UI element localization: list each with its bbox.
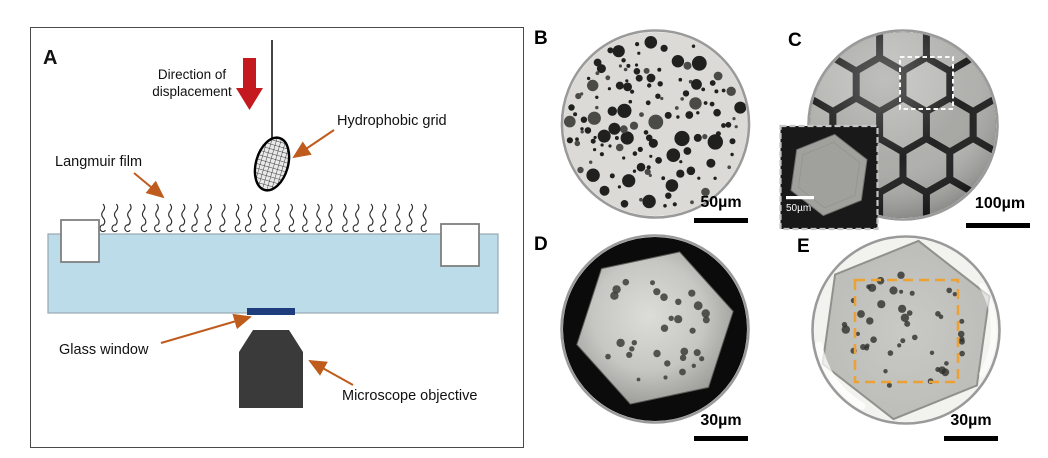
panel-b-micrograph (560, 29, 751, 219)
direction-label-line1: Direction of (158, 67, 227, 82)
panel-e-glint-right (979, 283, 997, 377)
panel-e-droplets (841, 271, 965, 388)
panel-d-scale-text: 30µm (700, 412, 742, 429)
panel-c-micrograph: 50µm (779, 29, 999, 231)
langmuir-film-label: Langmuir film (55, 154, 142, 170)
panel-e-ring (811, 235, 1001, 425)
panel-c-inset: 50µm (779, 124, 879, 231)
hydrophobic-grid-label: Hydrophobic grid (337, 113, 447, 129)
panel-a-schematic: A Direction of displacement Hydrophobic … (30, 27, 524, 448)
panel-d-label: D (534, 234, 548, 255)
panel-d-micrograph (560, 234, 750, 424)
right-barrier (440, 223, 480, 267)
panel-c-scale-text: 100µm (974, 195, 1026, 212)
panel-d-scale-bar (694, 436, 748, 441)
panel-b-label: B (534, 28, 548, 49)
direction-label-line2: displacement (152, 84, 232, 99)
panel-e-micrograph (811, 235, 1001, 425)
hydrophobic-grid-shape (253, 136, 291, 192)
glass-window-shape (247, 308, 295, 315)
panel-e-scale-text: 30µm (950, 412, 992, 429)
panel-e-roi-box (853, 278, 960, 384)
glass-window-arrow-icon (160, 313, 252, 344)
microscope-objective-arrow-icon (308, 360, 354, 386)
panel-b-droplets (564, 36, 747, 209)
glass-window-label: Glass window (59, 342, 149, 358)
panel-c-inset-hexagon (790, 133, 868, 217)
panel-b-scale-text: 50µm (700, 194, 742, 211)
microscope-objective-shape (239, 330, 303, 408)
left-barrier (60, 219, 100, 263)
panel-c-scale-bar (966, 223, 1030, 228)
panel-a-drawing: A Direction of displacement Hydrophobic … (43, 40, 499, 408)
displacement-arrow-icon (236, 58, 263, 110)
hydrophobic-grid-arrow-icon (292, 129, 335, 159)
panel-b-ring (560, 29, 751, 219)
panel-d-ring (560, 234, 750, 424)
langmuir-film-arrow-icon (133, 172, 165, 199)
panel-e-label: E (797, 236, 810, 257)
langmuir-film-molecules (99, 203, 428, 233)
panel-e-glint-left (815, 341, 866, 410)
water-trough (47, 233, 499, 314)
panel-a-label: A (43, 47, 57, 69)
microscope-objective-label: Microscope objective (342, 388, 477, 404)
panel-e-scale-bar (944, 436, 998, 441)
panel-c-inset-hexagon-inner (797, 141, 861, 209)
panel-c-inset-scale-bar (786, 196, 814, 200)
panel-d-droplets (605, 278, 710, 382)
panel-c-label: C (788, 30, 802, 51)
panel-c-highlight-box (899, 56, 954, 110)
panel-c-inset-scale-text: 50µm (786, 203, 811, 214)
panel-b-scale-bar (694, 218, 748, 223)
